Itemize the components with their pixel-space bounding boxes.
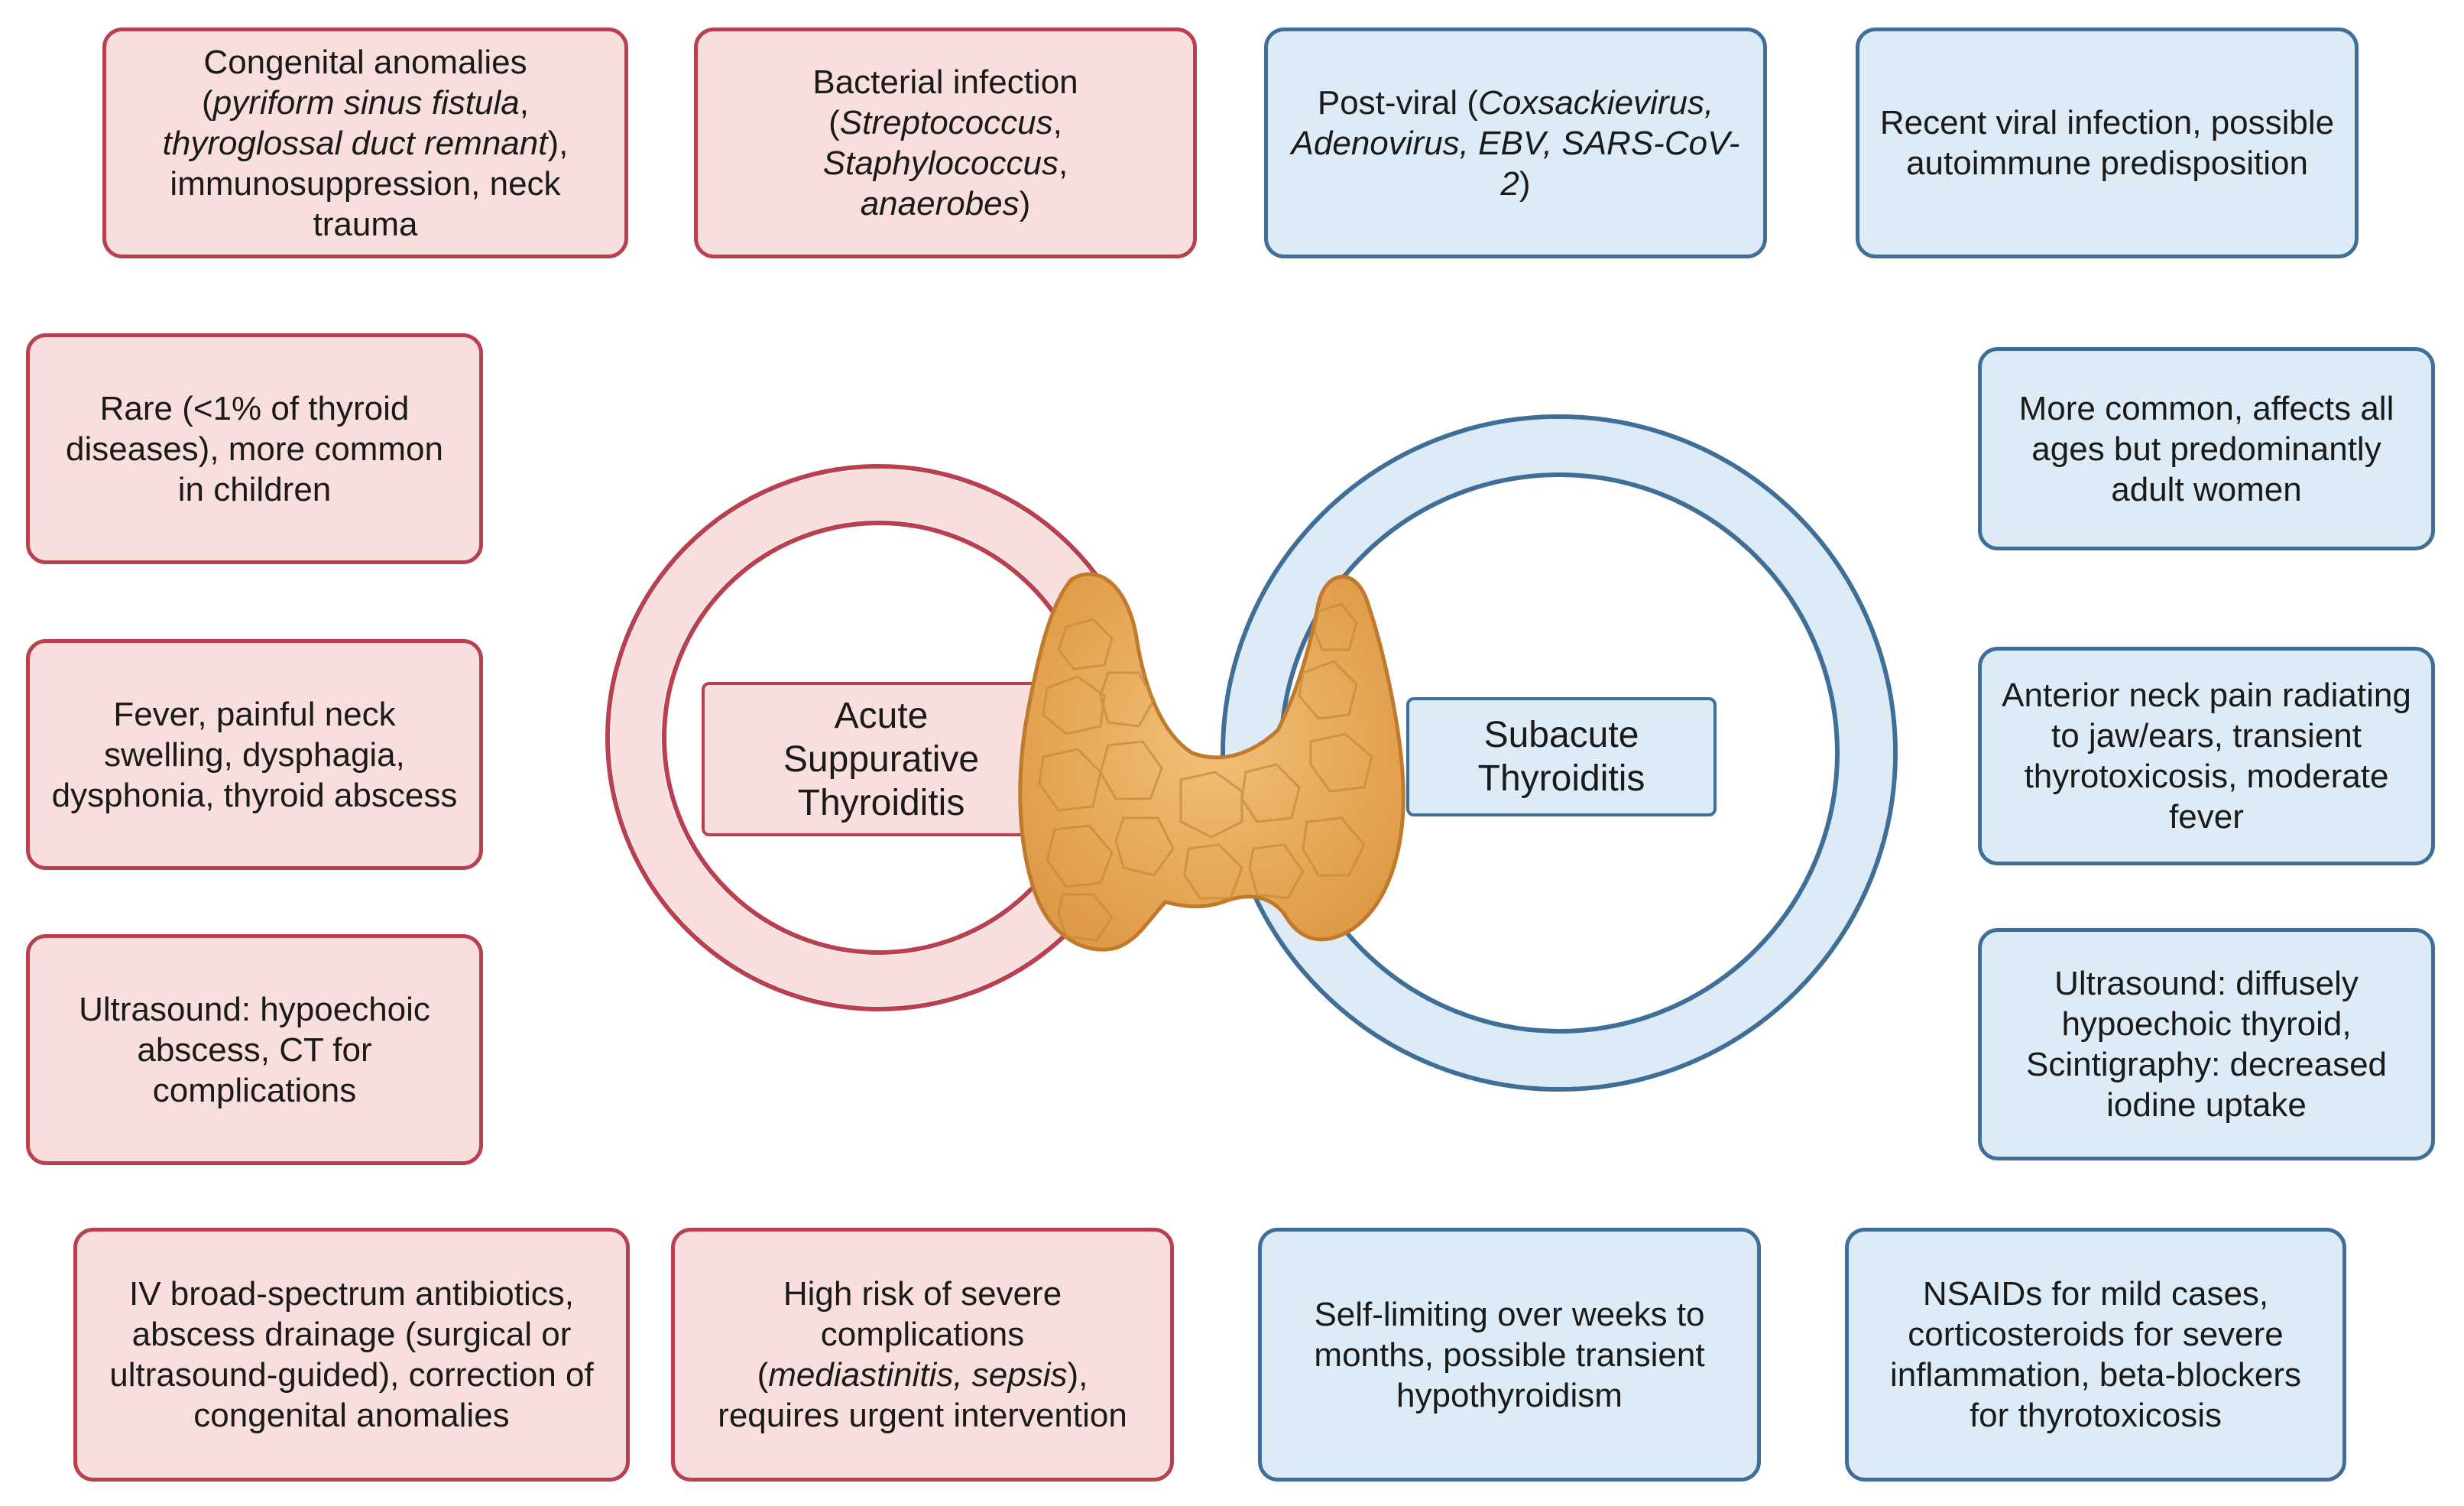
thyroid-lobule-texture [1038,602,1373,942]
subacute-treatment-card: NSAIDs for mild cases, corticosteroids f… [1845,1228,2346,1482]
acute-epidemiology-card: Rare (<1% of thyroid diseases), more com… [26,333,483,564]
acute-pathogen-title: Bacterial infection [812,63,1078,101]
subacute-ring-outer-border [1221,414,1898,1092]
subacute-imaging-text: Ultrasound: diffusely hypoechoic thyroid… [2025,965,2388,1124]
acute-label-line-3: Thyroiditis [797,782,965,823]
acute-imaging-text: Ultrasound: hypoechoic abscess, CT for c… [79,990,430,1109]
acute-label-line-1: Acute [834,695,929,736]
subacute-label-line-2: Thyroiditis [1477,758,1645,799]
subacute-prognosis-card: Self-limiting over weeks to months, poss… [1258,1228,1761,1482]
acute-label-line-2: Suppurative [783,738,980,780]
acute-risk-factors-italic-2: thyroglossal duct remnant [162,124,548,162]
acute-risk-factors-card: Congenital anomalies (pyriform sinus fis… [102,28,628,258]
acute-pathogen-card: Bacterial infection (Streptococcus, Stap… [694,28,1197,258]
acute-prognosis-card: High risk of severe complications (media… [671,1228,1174,1482]
subacute-prognosis-text: Self-limiting over weeks to months, poss… [1314,1295,1705,1414]
subacute-predisposition-card: Recent viral infection, possible autoimm… [1856,28,2359,258]
acute-symptoms-text: Fever, painful neck swelling, dysphagia,… [51,695,458,814]
subacute-treatment-text: NSAIDs for mild cases, corticosteroids f… [1889,1275,2301,1434]
acute-imaging-card: Ultrasound: hypoechoic abscess, CT for c… [26,934,483,1165]
subacute-epidemiology-card: More common, affects all ages but predom… [1978,347,2435,550]
thyroid-gland-shape [1018,572,1405,952]
subacute-predisposition-text: Recent viral infection, possible autoimm… [1879,104,2335,182]
subacute-imaging-card: Ultrasound: diffusely hypoechoic thyroid… [1978,928,2435,1160]
acute-risk-factors-italic-1: pyriform sinus fistula [212,83,520,122]
subacute-epidemiology-text: More common, affects all ages but predom… [2018,389,2394,508]
subacute-symptoms-text: Anterior neck pain radiating to jaw/ears… [2002,677,2411,836]
subacute-etiology-card: Post-viral (Coxsackievirus, Adenovirus, … [1264,28,1767,258]
subacute-etiology-viruses: Coxsackievirus, Adenovirus, EBV, SARS-Co… [1291,83,1740,203]
subacute-label-line-1: Subacute [1483,715,1639,755]
acute-prognosis-title: High risk of severe complications [783,1275,1062,1353]
acute-treatment-text: IV broad-spectrum antibiotics, abscess d… [109,1275,594,1434]
acute-suppurative-thyroiditis-label: Acute Suppurative Thyroiditis [702,682,1061,836]
acute-treatment-card: IV broad-spectrum antibiotics, abscess d… [73,1228,630,1482]
acute-risk-factors-title: Congenital anomalies [203,43,527,81]
subacute-thyroiditis-label: Subacute Thyroiditis [1406,697,1717,816]
acute-symptoms-card: Fever, painful neck swelling, dysphagia,… [26,639,483,870]
acute-epidemiology-text: Rare (<1% of thyroid diseases), more com… [66,389,443,508]
subacute-symptoms-card: Anterior neck pain radiating to jaw/ears… [1978,647,2435,865]
